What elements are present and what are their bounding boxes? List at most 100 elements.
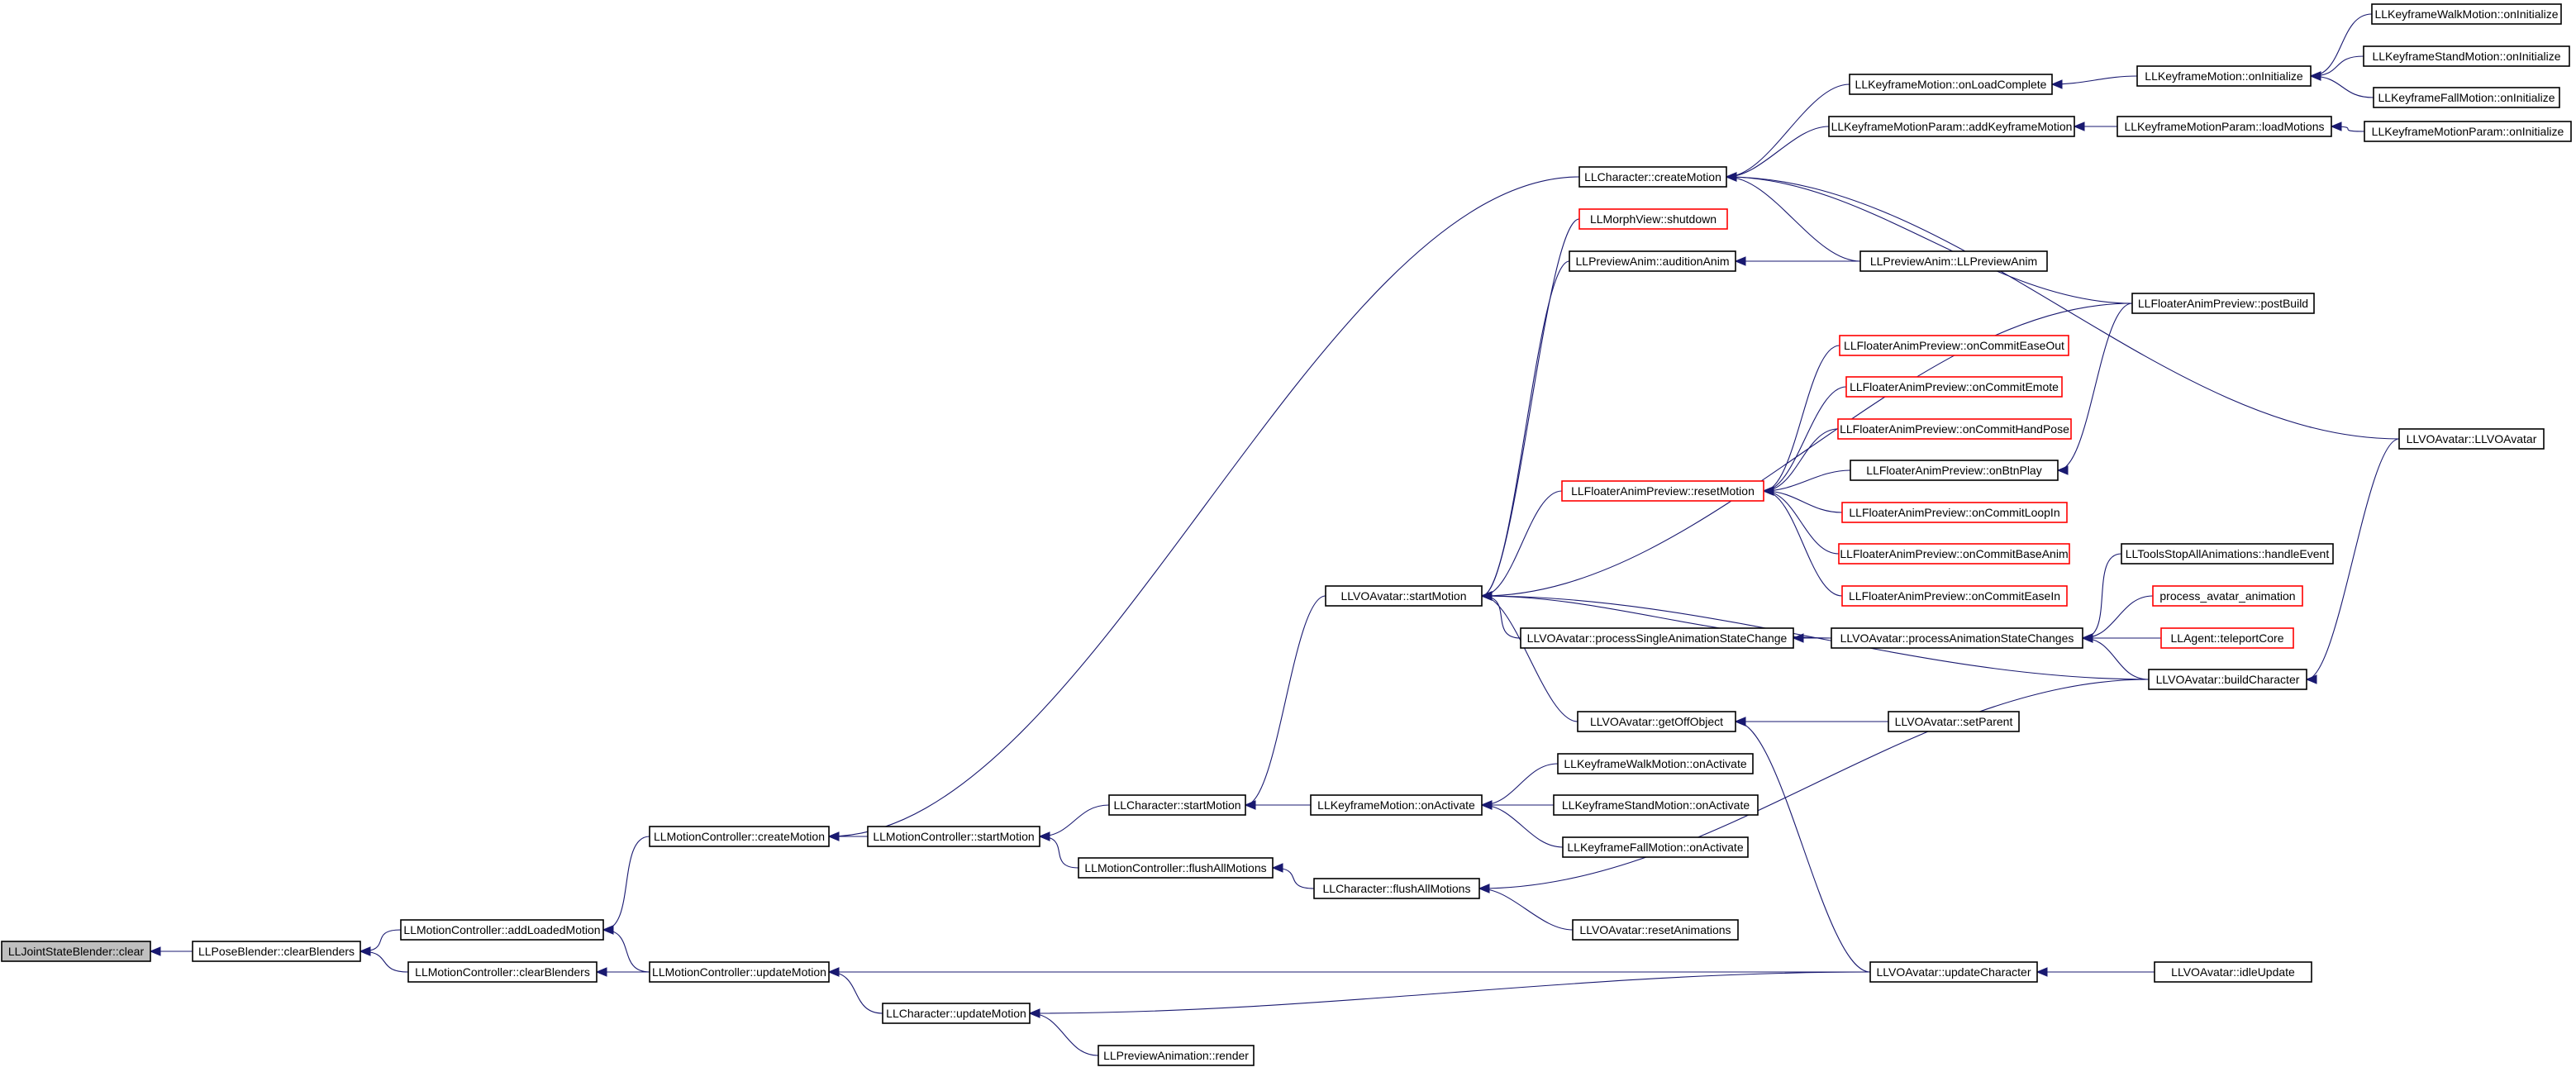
graph-node[interactable]: LLVOAvatar::getOffObject: [1577, 711, 1736, 732]
graph-node[interactable]: LLVOAvatar::LLVOAvatar: [2398, 428, 2545, 450]
node-label: LLAgent::teleportCore: [2171, 631, 2284, 645]
node-box: [649, 826, 830, 847]
graph-node[interactable]: LLVOAvatar::processAnimationStateChanges: [1831, 627, 2083, 649]
graph-node[interactable]: LLJointStateBlender::clear: [1, 941, 151, 962]
edge-arrowhead: [827, 967, 840, 977]
graph-node[interactable]: LLKeyframeStandMotion::onInitialize: [2363, 45, 2570, 67]
edge-arrowhead: [1734, 717, 1746, 727]
graph-node[interactable]: LLKeyframeMotionParam::addKeyframeMotion: [1828, 116, 2075, 137]
edge-arrowhead: [1028, 1008, 1040, 1018]
nodes: LLJointStateBlender::clear LLPoseBlender:…: [1, 3, 2572, 1066]
node-label: LLFloaterAnimPreview::postBuild: [2138, 297, 2308, 310]
graph-node[interactable]: LLFloaterAnimPreview::onBtnPlay: [1850, 460, 2059, 481]
edge-arrowhead: [827, 831, 840, 841]
node-box: [1841, 502, 2068, 523]
graph-node[interactable]: LLPreviewAnim::LLPreviewAnim: [1859, 250, 2048, 272]
node-box: [1869, 961, 2038, 983]
node-label: LLKeyframeFallMotion::onInitialize: [2378, 91, 2555, 104]
node-box: [400, 919, 604, 941]
graph-node[interactable]: LLKeyframeMotion::onLoadComplete: [1849, 74, 2053, 95]
graph-node[interactable]: LLAgent::teleportCore: [2160, 627, 2294, 649]
graph-node[interactable]: LLVOAvatar::idleUpdate: [2154, 961, 2312, 983]
node-label: LLVOAvatar::startMotion: [1341, 589, 1467, 603]
node-box: [1310, 794, 1483, 816]
graph-node[interactable]: LLVOAvatar::updateCharacter: [1869, 961, 2038, 983]
node-label: LLPreviewAnimation::render: [1103, 1049, 1249, 1062]
edge-arrowhead: [1038, 831, 1050, 841]
graph-node[interactable]: LLKeyframeWalkMotion::onInitialize: [2371, 3, 2562, 25]
node-label: LLFloaterAnimPreview::onCommitLoopIn: [1849, 506, 2059, 519]
edge-n5-n2: [602, 929, 650, 973]
graph-node[interactable]: LLPreviewAnimation::render: [1098, 1045, 1255, 1066]
edge-arrowhead: [2036, 967, 2048, 977]
edge-n32-n29: [1763, 428, 1839, 492]
graph-node[interactable]: LLMotionController::startMotion: [867, 826, 1040, 847]
graph-node[interactable]: LLFloaterAnimPreview::onCommitBaseAnim: [1838, 543, 2070, 565]
graph-node[interactable]: LLPoseBlender::clearBlenders: [192, 941, 361, 962]
node-label: LLVOAvatar::updateCharacter: [1876, 965, 2031, 979]
node-box: [1108, 794, 1246, 816]
node-label: LLVOAvatar::idleUpdate: [2171, 965, 2295, 979]
node-label: LLKeyframeFallMotion::onActivate: [1567, 841, 1743, 854]
node-label: LLKeyframeMotion::onLoadComplete: [1855, 78, 2047, 91]
edge-n25-n23: [2082, 595, 2154, 639]
edge-arrowhead: [1480, 800, 1493, 810]
graph-node[interactable]: LLMotionController::addLoadedMotion: [400, 919, 604, 941]
node-label: LLKeyframeMotionParam::addKeyframeMotion: [1831, 120, 2073, 133]
node-box: [867, 826, 1040, 847]
edge-n14-n13: [1481, 763, 1559, 806]
graph-node[interactable]: LLKeyframeMotion::onInitialize: [2136, 65, 2312, 87]
edge-n38-n17: [1481, 218, 1580, 597]
graph-node[interactable]: LLKeyframeMotionParam::onInitialize: [2364, 121, 2572, 142]
node-box: [1839, 335, 2069, 356]
edge-n11-n10: [1272, 867, 1315, 889]
graph-node[interactable]: process_avatar_animation: [2152, 585, 2303, 607]
node-box: [649, 961, 830, 983]
edge-n7-n5: [828, 971, 883, 1014]
graph-node[interactable]: LLMotionController::flushAllMotions: [1078, 857, 1274, 879]
graph-node[interactable]: LLVOAvatar::processSingleAnimationStateC…: [1520, 627, 1794, 649]
graph-node[interactable]: LLKeyframeFallMotion::onInitialize: [2373, 87, 2560, 108]
graph-node[interactable]: LLFloaterAnimPreview::onCommitEmote: [1845, 376, 2063, 398]
graph-node[interactable]: LLFloaterAnimPreview::onCommitHandPose: [1837, 418, 2072, 440]
node-label: LLFloaterAnimPreview::onCommitHandPose: [1840, 422, 2069, 436]
graph-node[interactable]: LLFloaterAnimPreview::resetMotion: [1561, 480, 1764, 502]
node-label: LLVOAvatar::setParent: [1895, 715, 2013, 728]
node-box: [1562, 836, 1749, 858]
node-label: LLVOAvatar::processAnimationStateChanges: [1840, 631, 2074, 645]
node-label: LLFloaterAnimPreview::onCommitEaseOut: [1844, 339, 2064, 352]
graph-node[interactable]: LLFloaterAnimPreview::onCommitEaseOut: [1839, 335, 2069, 356]
graph-node[interactable]: LLVOAvatar::setParent: [1888, 711, 2020, 732]
graph-node[interactable]: LLCharacter::flushAllMotions: [1313, 878, 1480, 899]
graph-node[interactable]: LLKeyframeMotionParam::loadMotions: [2117, 116, 2332, 137]
graph-node[interactable]: LLVOAvatar::buildCharacter: [2148, 669, 2307, 690]
node-box: [2154, 961, 2312, 983]
edge-arrowhead: [2050, 79, 2063, 89]
graph-node[interactable]: LLMotionController::clearBlenders: [407, 961, 598, 983]
graph-node[interactable]: LLVOAvatar::startMotion: [1325, 585, 1483, 607]
edge-n24-n23: [2082, 553, 2122, 639]
edge-arrowhead: [1480, 591, 1493, 601]
graph-node[interactable]: LLMotionController::updateMotion: [649, 961, 830, 983]
graph-node[interactable]: LLCharacter::startMotion: [1108, 794, 1246, 816]
node-box: [2121, 543, 2334, 565]
graph-node[interactable]: LLKeyframeWalkMotion::onActivate: [1557, 753, 1754, 774]
node-label: LLVOAvatar::resetAnimations: [1579, 923, 1731, 936]
graph-node[interactable]: LLKeyframeStandMotion::onActivate: [1553, 794, 1759, 816]
graph-node[interactable]: LLFloaterAnimPreview::postBuild: [2131, 293, 2315, 314]
graph-node[interactable]: LLToolsStopAllAnimations::handleEvent: [2121, 543, 2334, 565]
graph-node[interactable]: LLFloaterAnimPreview::onCommitEaseIn: [1841, 585, 2068, 607]
graph-node[interactable]: LLPreviewAnim::auditionAnim: [1569, 250, 1736, 272]
graph-node[interactable]: LLFloaterAnimPreview::onCommitLoopIn: [1841, 502, 2068, 523]
edge-arrowhead: [2330, 121, 2342, 131]
graph-node[interactable]: LLCharacter::createMotion: [1578, 166, 1727, 188]
node-label: LLVOAvatar::processSingleAnimationStateC…: [1527, 631, 1788, 645]
edge-n21-n19: [1735, 721, 1871, 973]
graph-node[interactable]: LLVOAvatar::resetAnimations: [1572, 919, 1739, 941]
graph-node[interactable]: LLKeyframeMotion::onActivate: [1310, 794, 1483, 816]
graph-node[interactable]: LLCharacter::updateMotion: [882, 1003, 1031, 1024]
graph-node[interactable]: LLKeyframeFallMotion::onActivate: [1562, 836, 1749, 858]
graph-node[interactable]: LLMotionController::createMotion: [649, 826, 830, 847]
graph-node[interactable]: LLMorphView::shutdown: [1578, 208, 1728, 230]
node-box: [2363, 45, 2570, 67]
